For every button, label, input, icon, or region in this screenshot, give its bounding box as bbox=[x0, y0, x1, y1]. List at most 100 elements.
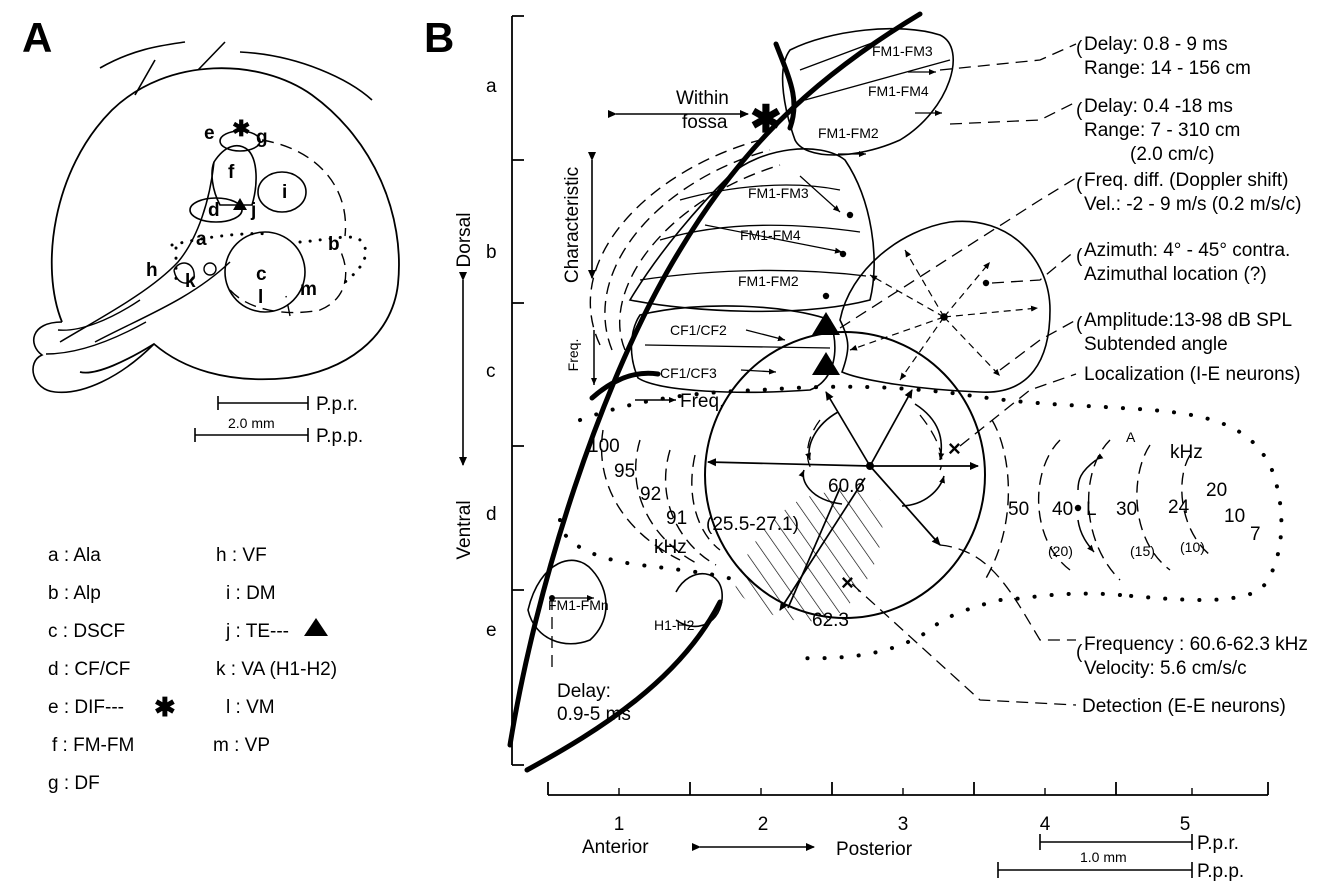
iso-left-91: 91 bbox=[666, 508, 687, 529]
svg-text:(: ( bbox=[1076, 174, 1083, 195]
svg-text:Delay: 0.8 - 9 ms: Delay: 0.8 - 9 ms bbox=[1084, 34, 1228, 55]
svg-text:b : Alp: b : Alp bbox=[48, 583, 101, 604]
auditory-cortex-map: ✱ bbox=[170, 116, 368, 317]
brain-outline bbox=[32, 41, 400, 394]
characteristic-label: Characteristic bbox=[562, 167, 583, 283]
iso-right-l: L bbox=[1086, 499, 1097, 520]
dscf-bottom-label: 62.3 bbox=[812, 610, 849, 631]
dv-tick-b: b bbox=[486, 242, 497, 263]
fm-top-label-2: FM1-FM4 bbox=[868, 83, 929, 99]
ap-axis: 1 2 3 4 5 Anterior Posterior bbox=[547, 782, 1269, 860]
svg-text:j : TE---: j : TE--- bbox=[225, 621, 289, 642]
freq-vertical-label: Freq. bbox=[565, 339, 581, 372]
ap-tick-1: 1 bbox=[614, 814, 625, 835]
legend-triangle-icon bbox=[304, 618, 328, 636]
dv-tick-e: e bbox=[486, 620, 497, 641]
region-label-h: h bbox=[146, 260, 158, 281]
svg-text:Frequency : 60.6-62.3 kHz: Frequency : 60.6-62.3 kHz bbox=[1084, 634, 1308, 655]
ventral-fm-areas: FM1-FMn H1-H2 Delay: 0.9-5 ms bbox=[527, 559, 723, 725]
fm-top-label-1: FM1-FM3 bbox=[872, 43, 933, 59]
freq-horizontal-label: Freq. bbox=[680, 391, 724, 412]
panel-a-letter: A bbox=[22, 14, 52, 61]
annotation-amplitude: ( Amplitude:13-98 dB SPL Subtended angle bbox=[999, 310, 1292, 371]
svg-text:Freq. diff. (Doppler shift): Freq. diff. (Doppler shift) bbox=[1084, 170, 1289, 191]
annotation-azimuth: ( Azimuth: 4° - 45° contra. Azimuthal lo… bbox=[991, 240, 1290, 285]
fmn-label: FM1-FMn bbox=[548, 597, 609, 613]
ap-tick-4: 4 bbox=[1040, 814, 1051, 835]
region-label-a: a bbox=[196, 229, 207, 250]
detection-x-icon: × bbox=[841, 570, 854, 595]
region-label-i: i bbox=[282, 182, 287, 203]
svg-text:g : DF: g : DF bbox=[48, 773, 100, 794]
fm-mid-label-2: FM1-FM4 bbox=[740, 227, 801, 243]
iso-contours-left: 100 95 92 91 kHz bbox=[588, 429, 721, 566]
dif-star-icon: ✱ bbox=[232, 116, 250, 141]
fm-fm-middle-area: FM1-FM3 FM1-FM4 FM1-FM2 bbox=[628, 148, 875, 313]
dv-tick-c: c bbox=[486, 361, 496, 382]
region-label-f: f bbox=[228, 162, 235, 183]
region-label-m: m bbox=[300, 279, 317, 300]
iso-right-30: 30 bbox=[1116, 499, 1137, 520]
iso-right-50: 50 bbox=[1008, 499, 1029, 520]
svg-text:f : FM-FM: f : FM-FM bbox=[52, 735, 134, 756]
dashed-contours-left bbox=[589, 139, 781, 351]
posterior-label: Posterior bbox=[836, 839, 913, 860]
svg-text:Detection (E-E neurons): Detection (E-E neurons) bbox=[1082, 696, 1286, 717]
svg-text:Subtended angle: Subtended angle bbox=[1084, 334, 1228, 355]
annotation-doppler: ( Freq. diff. (Doppler shift) Vel.: -2 -… bbox=[839, 170, 1302, 329]
annotation-frequency-velocity: ( Frequency : 60.6-62.3 kHz Velocity: 5.… bbox=[939, 544, 1308, 679]
dv-tick-a: a bbox=[486, 76, 497, 97]
panel-b-letter: B bbox=[424, 14, 454, 61]
dotted-boundaries bbox=[558, 384, 1284, 661]
svg-text:Delay: 0.4 -18 ms: Delay: 0.4 -18 ms bbox=[1084, 96, 1233, 117]
dscf-center-label: 60.6 bbox=[828, 476, 865, 497]
h1h2-label: H1-H2 bbox=[654, 617, 695, 633]
localization-x-icon: × bbox=[948, 436, 961, 461]
region-label-d: d bbox=[208, 200, 220, 221]
svg-text:(: ( bbox=[1076, 100, 1083, 121]
svg-text:(: ( bbox=[1076, 246, 1083, 267]
cf-label-1: CF1/CF2 bbox=[670, 322, 727, 338]
svg-text:Amplitude:13-98 dB SPL: Amplitude:13-98 dB SPL bbox=[1084, 310, 1292, 331]
panel-a: A bbox=[22, 14, 400, 794]
annotation-fm-delay-2: ( Delay: 0.4 -18 ms Range: 7 - 310 cm (2… bbox=[949, 96, 1240, 165]
scale-a-ppr: P.p.r. bbox=[316, 394, 358, 415]
cf-label-2: CF1/CF3 bbox=[660, 365, 717, 381]
svg-text:d : CF/CF: d : CF/CF bbox=[48, 659, 130, 680]
ap-tick-5: 5 bbox=[1180, 814, 1191, 835]
fm-top-label-3: FM1-FM2 bbox=[818, 125, 879, 141]
region-label-k: k bbox=[185, 271, 196, 292]
region-k-outline bbox=[203, 262, 217, 276]
khz-left-label: kHz bbox=[654, 537, 687, 558]
annotation-localization: Localization (I-E neurons) bbox=[959, 364, 1301, 447]
panel-a-legend: a : Ala b : Alp c : DSCF d : CF/CF e : D… bbox=[48, 545, 337, 794]
scale-a-length: 2.0 mm bbox=[228, 415, 275, 431]
te-triangle-upper-icon bbox=[812, 312, 840, 335]
svg-text:Azimuth: 4° - 45° contra.: Azimuth: 4° - 45° contra. bbox=[1084, 240, 1290, 261]
iso-contours-right: 50 40 L 30 24 20 10 7 (20) (15) (10) kHz… bbox=[984, 419, 1261, 581]
iso-right-10: 10 bbox=[1224, 506, 1245, 527]
region-label-e: e bbox=[204, 123, 215, 144]
dscf-area: × × 60.6 (25.5-27.1) 62.3 bbox=[704, 331, 986, 631]
fm-fm-top-area: FM1-FM3 FM1-FM4 FM1-FM2 bbox=[781, 27, 954, 157]
region-label-j: j bbox=[250, 200, 256, 221]
region-f-outline bbox=[211, 145, 257, 206]
svg-text:(: ( bbox=[1076, 38, 1083, 59]
delay-bottom-line1: Delay: bbox=[557, 681, 611, 702]
svg-text:Localization (I-E neurons): Localization (I-E neurons) bbox=[1084, 364, 1301, 385]
iso-right-24: 24 bbox=[1168, 497, 1190, 518]
iso-right-sub-10: (10) bbox=[1180, 539, 1205, 555]
te-triangle-icon bbox=[233, 198, 247, 210]
scale-b-ppp: P.p.p. bbox=[1197, 861, 1244, 882]
a-marker-label: A bbox=[1126, 429, 1136, 445]
dv-axis: a b c d e Dorsal Ventral bbox=[454, 15, 524, 766]
svg-text:h : VF: h : VF bbox=[216, 545, 267, 566]
svg-text:k : VA (H1-H2): k : VA (H1-H2) bbox=[216, 659, 337, 680]
fm-mid-label-3: FM1-FM2 bbox=[738, 273, 799, 289]
iso-right-sub-20: (20) bbox=[1048, 543, 1073, 559]
iso-right-20: 20 bbox=[1206, 480, 1227, 501]
iso-left-95: 95 bbox=[614, 461, 635, 482]
annotation-fm-delay-1: ( Delay: 0.8 - 9 ms Range: 14 - 156 cm bbox=[939, 34, 1251, 79]
dorsal-label: Dorsal bbox=[454, 213, 475, 268]
